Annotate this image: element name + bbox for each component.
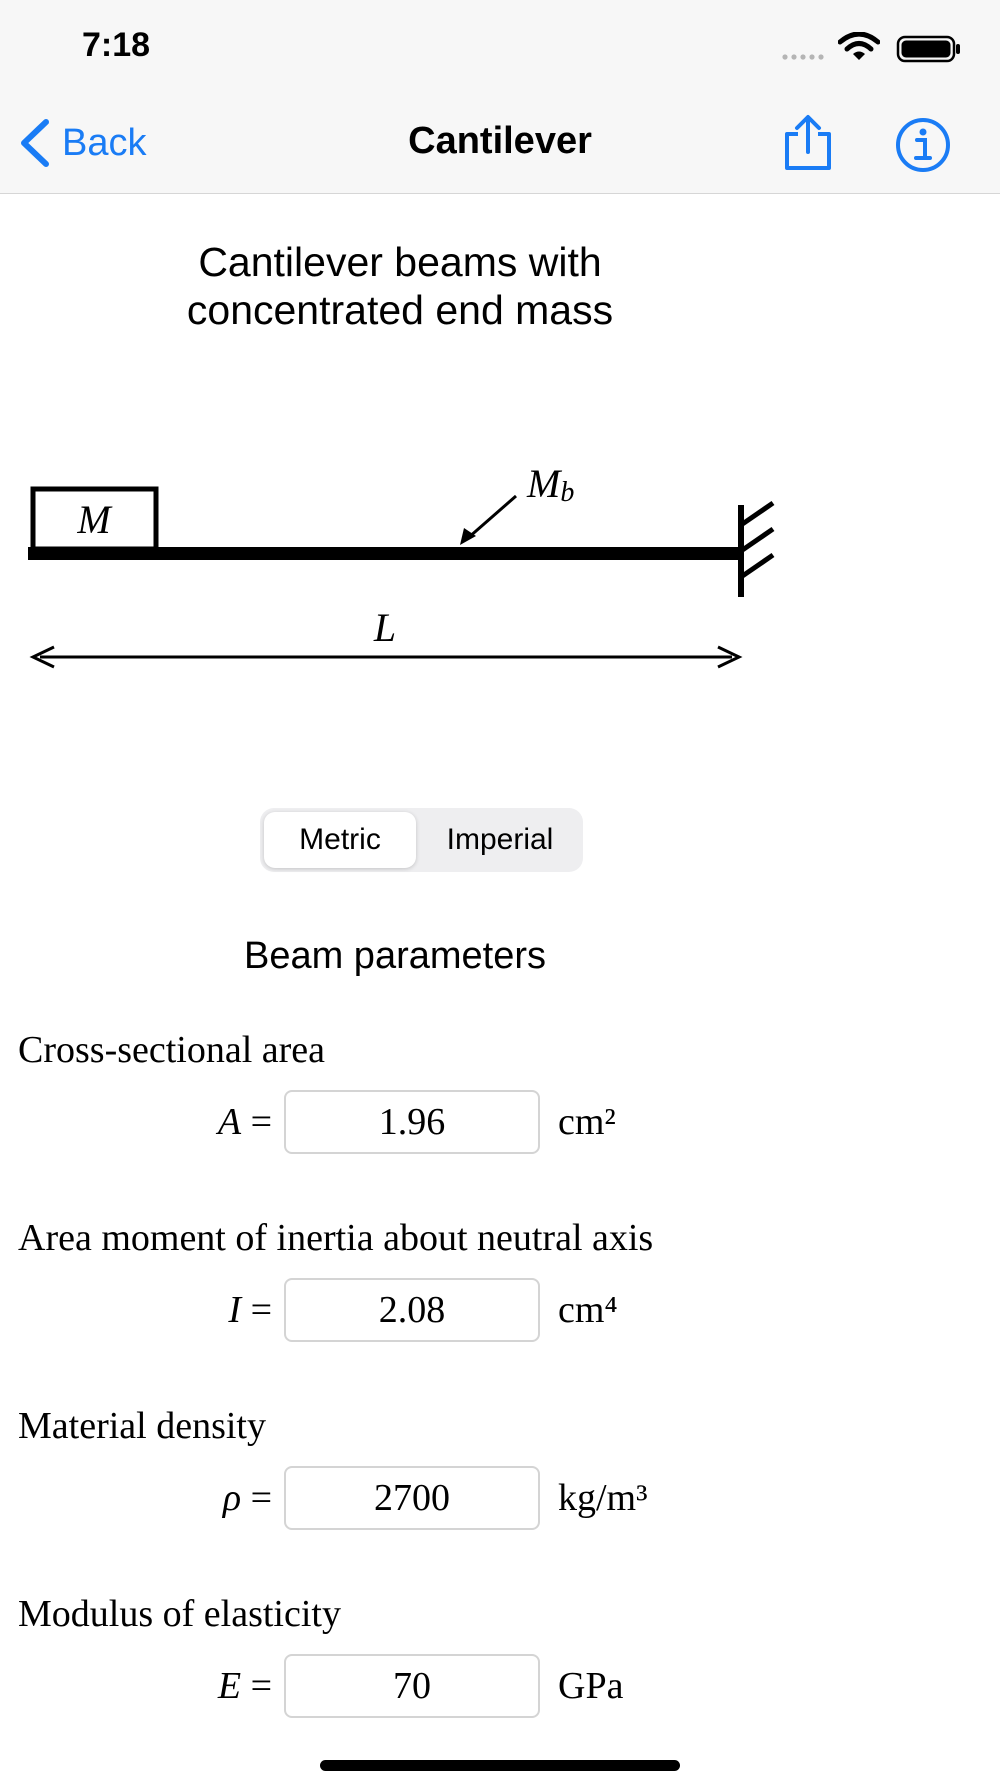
modulus-symbol: E =: [217, 1665, 272, 1707]
inertia-symbol: I =: [228, 1289, 272, 1331]
density-input[interactable]: [284, 1466, 540, 1530]
length-label: L: [373, 605, 396, 650]
back-label: Back: [62, 121, 147, 164]
area-input[interactable]: [284, 1090, 540, 1154]
material-density-label: Material density: [18, 1405, 266, 1447]
heading-line-2: concentrated end mass: [186, 287, 614, 333]
wall-hatch-3: [739, 552, 775, 580]
beam-mass-arrowhead: [460, 528, 476, 545]
beam-mass-pointer: [467, 494, 517, 540]
cantilever-diagram: M Mb L: [28, 461, 775, 669]
density-unit: kg/m³: [558, 1477, 648, 1519]
units-segmented-control: Metric Imperial: [260, 808, 583, 872]
home-indicator[interactable]: [320, 1760, 680, 1771]
page-heading: Cantilever beams with concentrated end m…: [75, 238, 725, 334]
back-button[interactable]: Back: [18, 118, 146, 168]
status-time: 7:18: [82, 26, 151, 64]
density-symbol: ρ =: [222, 1477, 272, 1519]
metric-segment[interactable]: Metric: [264, 812, 416, 868]
end-mass-box: [30, 486, 159, 552]
modulus-of-elasticity-label: Modulus of elasticity: [18, 1593, 341, 1635]
inertia-input[interactable]: [284, 1278, 540, 1342]
area-unit: cm²: [558, 1101, 616, 1143]
length-arrow-right: [717, 645, 743, 669]
wall-hatch-2: [739, 526, 775, 554]
page-title: Cantilever: [408, 120, 592, 162]
heading-line-1: Cantilever beams with: [198, 239, 602, 285]
info-icon: [896, 118, 950, 172]
moment-of-inertia-label: Area moment of inertia about neutral axi…: [18, 1217, 654, 1259]
beam: [28, 547, 740, 560]
wifi-icon: [838, 32, 880, 60]
length-arrow-left: [29, 645, 55, 669]
navigation-bar: Back Cantilever: [0, 90, 1000, 194]
modulus-input[interactable]: [284, 1654, 540, 1718]
info-button[interactable]: [895, 117, 951, 173]
cellular-signal-icon: [782, 54, 824, 60]
chevron-left-icon: [21, 119, 49, 167]
status-bar: 7:18: [0, 0, 1000, 90]
inertia-unit: cm⁴: [558, 1289, 618, 1331]
beam-mass-label: Mb: [526, 461, 574, 508]
end-mass-label: M: [76, 497, 113, 542]
area-symbol: A =: [217, 1101, 272, 1143]
battery-icon: [896, 35, 960, 63]
section-heading: Beam parameters: [243, 935, 546, 977]
imperial-segment[interactable]: Imperial: [446, 823, 554, 856]
wall-hatch-1: [739, 500, 775, 528]
cross-sectional-area-label: Cross-sectional area: [18, 1029, 326, 1071]
modulus-unit: GPa: [558, 1665, 624, 1707]
share-icon: [785, 115, 831, 170]
share-button[interactable]: [780, 114, 836, 172]
